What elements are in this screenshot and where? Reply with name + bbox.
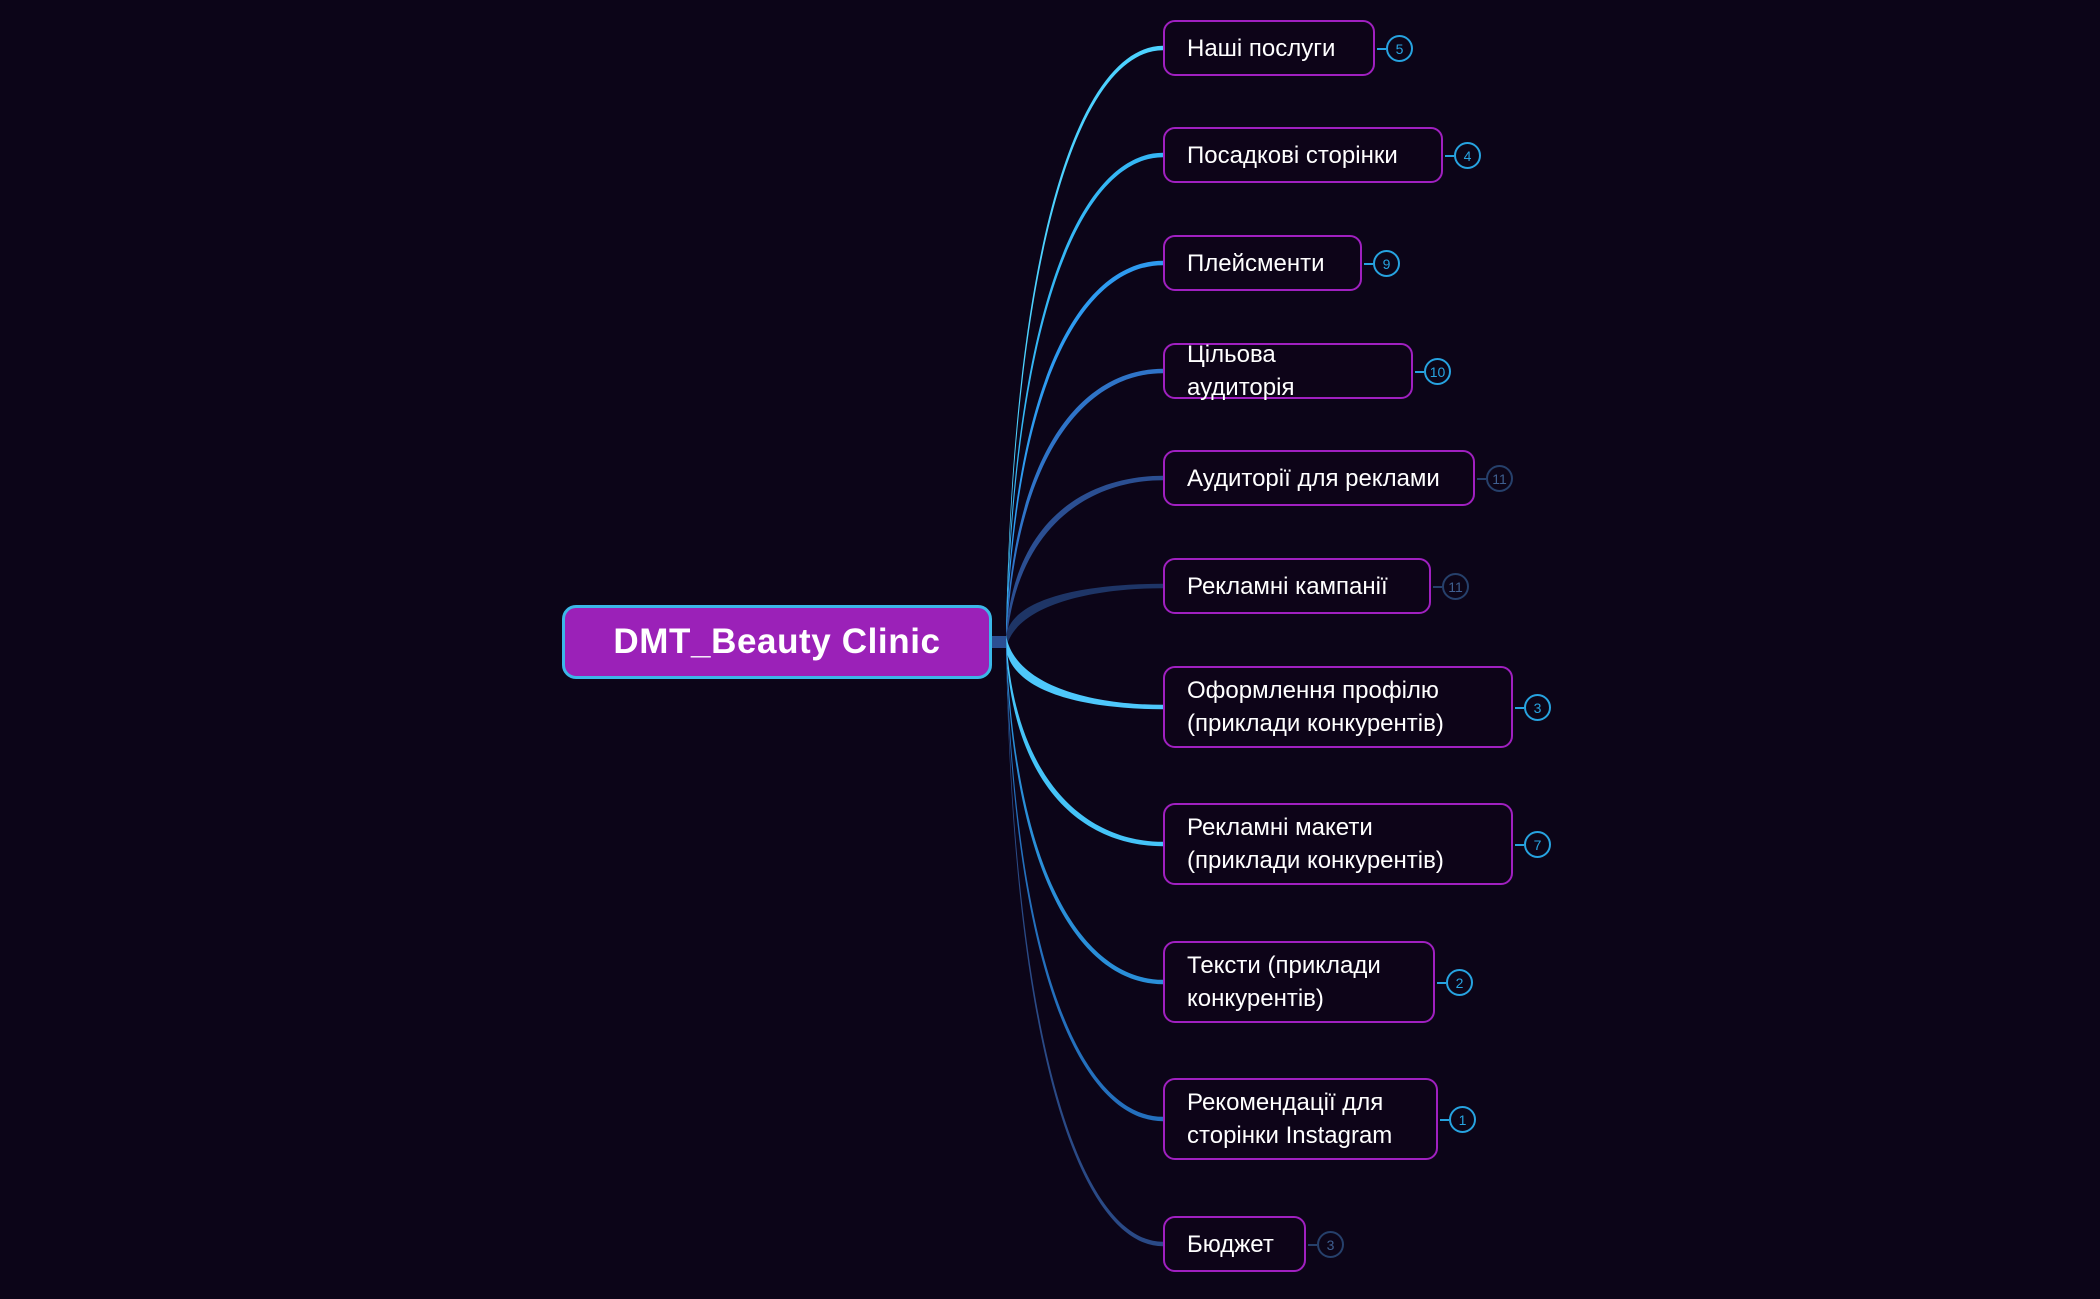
badge-stub (1437, 981, 1446, 984)
branch-badge[interactable]: 5 (1377, 35, 1413, 62)
badge-stub (1515, 706, 1524, 709)
branch-badge[interactable]: 2 (1437, 969, 1473, 996)
branch-edge (1006, 635, 1163, 1247)
branch-edge (1006, 635, 1163, 1122)
badge-count: 9 (1373, 250, 1400, 277)
branch-badge[interactable]: 1 (1440, 1106, 1476, 1133)
branch-edge (1006, 45, 1163, 650)
badge-count: 5 (1386, 35, 1413, 62)
branch-node[interactable]: Плейсменти (1163, 235, 1362, 291)
branch-node[interactable]: Рекламні кампанії (1163, 558, 1431, 614)
branch-badge[interactable]: 4 (1445, 142, 1481, 169)
branch-node-label: Посадкові сторінки (1187, 141, 1398, 169)
branch-badge[interactable]: 3 (1308, 1231, 1344, 1258)
branch-node[interactable]: Оформлення профілю (приклади конкурентів… (1163, 666, 1513, 748)
branch-badge[interactable]: 11 (1477, 465, 1513, 492)
badge-stub (1308, 1243, 1317, 1246)
branch-node[interactable]: Бюджет (1163, 1216, 1306, 1272)
branch-node-label: Бюджет (1187, 1230, 1274, 1258)
branch-node[interactable]: Посадкові сторінки (1163, 127, 1443, 183)
branch-node[interactable]: Рекламні макети (приклади конкурентів) (1163, 803, 1513, 885)
branch-node-label: Оформлення профілю (приклади конкурентів… (1187, 677, 1444, 737)
badge-count: 3 (1317, 1231, 1344, 1258)
badge-count: 4 (1454, 142, 1481, 169)
branch-node-label: Плейсменти (1187, 249, 1325, 277)
branch-badge[interactable]: 11 (1433, 573, 1469, 600)
branch-node-label: Цільова аудиторія (1187, 341, 1295, 401)
badge-stub (1445, 154, 1454, 157)
branch-edge (1006, 475, 1163, 649)
branch-badge[interactable]: 9 (1364, 250, 1400, 277)
branch-edge (1006, 635, 1163, 710)
branch-edge (1006, 152, 1163, 650)
badge-stub (1515, 843, 1524, 846)
branch-edge (1006, 635, 1163, 847)
branch-edge (1006, 635, 1163, 985)
badge-count: 10 (1424, 358, 1451, 385)
root-edge-stub (992, 636, 1006, 648)
badge-stub (1415, 370, 1424, 373)
branch-badge[interactable]: 10 (1415, 358, 1451, 385)
branch-node-label: Рекламні макети (приклади конкурентів) (1187, 814, 1444, 874)
badge-stub (1377, 47, 1386, 50)
badge-count: 11 (1486, 465, 1513, 492)
branch-node[interactable]: Аудиторії для реклами (1163, 450, 1475, 506)
badge-count: 11 (1442, 573, 1469, 600)
root-node-label: DMT_Beauty Clinic (613, 622, 941, 661)
badge-count: 2 (1446, 969, 1473, 996)
branch-node-label: Рекламні кампанії (1187, 572, 1388, 600)
branch-node[interactable]: Наші послуги (1163, 20, 1375, 76)
badge-count: 3 (1524, 694, 1551, 721)
badge-stub (1477, 477, 1486, 480)
badge-stub (1440, 1118, 1449, 1121)
badge-stub (1433, 585, 1442, 588)
badge-stub (1364, 262, 1373, 265)
branch-node[interactable]: Тексти (приклади конкурентів) (1163, 941, 1435, 1023)
branch-edge (1006, 368, 1163, 649)
branch-node-label: Аудиторії для реклами (1187, 464, 1440, 492)
badge-count: 7 (1524, 831, 1551, 858)
branch-node[interactable]: Рекомендації для сторінки Instagram (1163, 1078, 1438, 1160)
branch-node-label: Наші послуги (1187, 34, 1336, 62)
branch-badge[interactable]: 7 (1515, 831, 1551, 858)
branch-node-label: Рекомендації для сторінки Instagram (1187, 1089, 1393, 1149)
root-node[interactable]: DMT_Beauty Clinic (562, 605, 992, 679)
branch-badge[interactable]: 3 (1515, 694, 1551, 721)
branch-edge (1006, 260, 1163, 649)
badge-count: 1 (1449, 1106, 1476, 1133)
branch-node[interactable]: Цільова аудиторія (1163, 341, 1413, 401)
branch-node-label: Тексти (приклади конкурентів) (1187, 952, 1381, 1012)
branch-edge (1006, 583, 1163, 649)
